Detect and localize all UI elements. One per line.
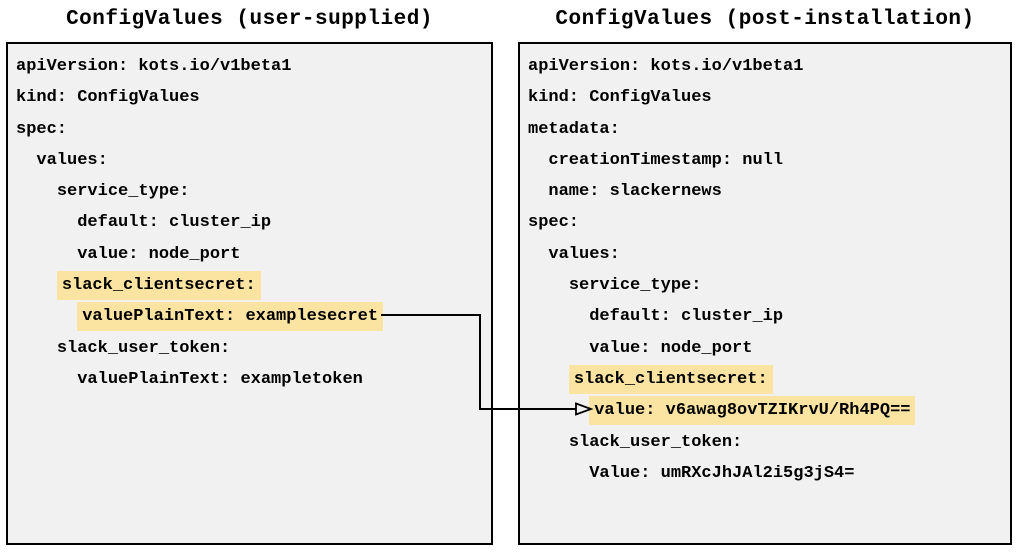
post-installation-config-panel: apiVersion: kots.io/v1beta1 kind: ConfigV… [518, 42, 1012, 545]
code-line: spec: [16, 119, 68, 139]
user-supplied-config-panel: apiVersion: kots.io/v1beta1 kind: ConfigV… [6, 42, 493, 545]
code-line: valuePlainText: exampletoken [77, 369, 363, 389]
user-supplied-yaml-code: apiVersion: kots.io/v1beta1 kind: ConfigV… [16, 51, 491, 395]
code-line: default: cluster_ip [589, 307, 784, 327]
code-line: default: cluster_ip [77, 213, 272, 233]
code-line: spec: [528, 213, 580, 233]
code-line: Value: umRXcJhJAl2i5g3jS4= [589, 463, 855, 483]
code-line: value: v6awag8ovTZIKrvU/Rh4PQ== [528, 395, 1010, 426]
code-line: name: slackernews [548, 182, 722, 202]
code-line: metadata: [528, 119, 620, 139]
code-line: values: [548, 244, 620, 264]
right-panel-title: ConfigValues (post-installation) [555, 8, 975, 31]
code-line: service_type: [568, 276, 702, 296]
left-panel-title: ConfigValues (user-supplied) [66, 8, 433, 31]
code-line: slack_clientsecret: [528, 364, 1010, 395]
code-line: slack_clientsecret: [16, 270, 491, 301]
code-line: service_type: [56, 182, 190, 202]
code-line: kind: ConfigValues [16, 88, 200, 108]
code-line: kind: ConfigValues [528, 88, 712, 108]
code-line: slack_user_token: [568, 432, 743, 452]
code-line: slack_user_token: [56, 338, 231, 358]
code-line: values: [36, 150, 108, 170]
code-line: apiVersion: kots.io/v1beta1 [528, 57, 804, 76]
code-line: value: node_port [77, 244, 241, 264]
code-line: creationTimestamp: null [548, 150, 784, 170]
code-line: apiVersion: kots.io/v1beta1 [16, 57, 292, 76]
code-line: valuePlainText: examplesecret [16, 301, 491, 332]
post-installation-yaml-code: apiVersion: kots.io/v1beta1 kind: ConfigV… [528, 51, 1010, 489]
code-line: value: node_port [589, 338, 753, 358]
